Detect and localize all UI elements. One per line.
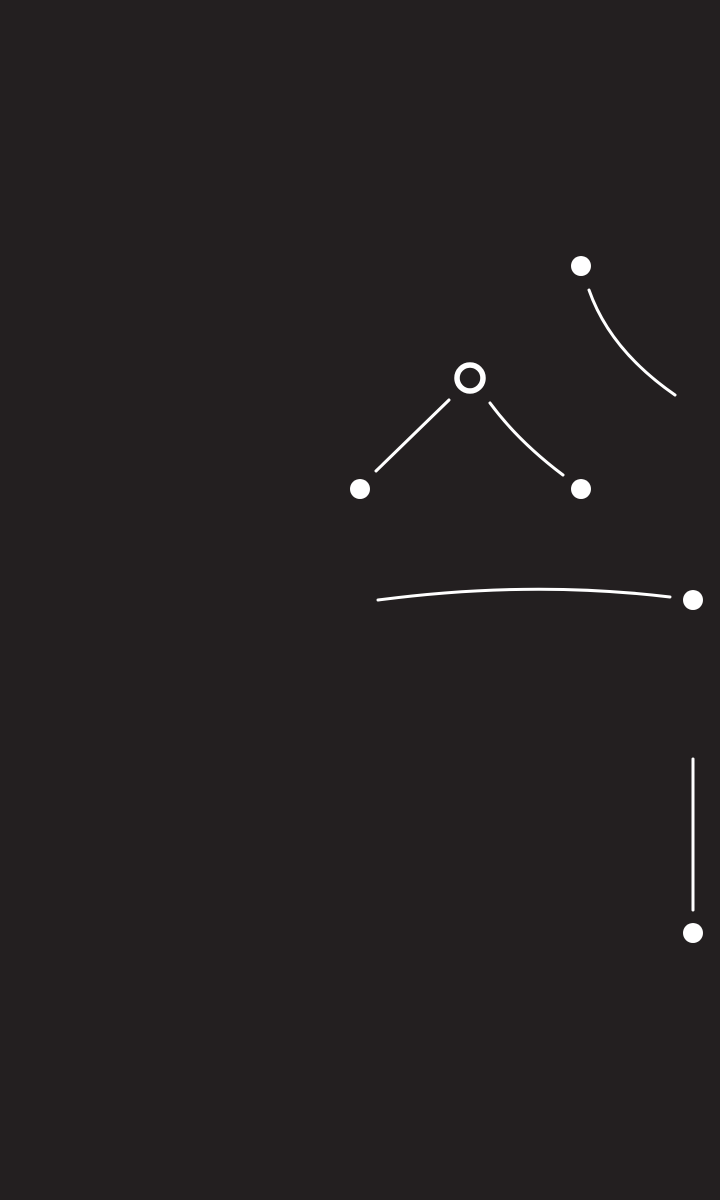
node-n2-selected[interactable] <box>454 362 486 394</box>
edge-e4 <box>376 587 672 602</box>
edge-e1 <box>587 288 677 397</box>
node-n3[interactable] <box>350 479 370 499</box>
node-n1[interactable] <box>571 256 591 276</box>
node-n6[interactable] <box>683 923 703 943</box>
edge-e2 <box>374 398 451 473</box>
node-n5[interactable] <box>683 590 703 610</box>
node-n4[interactable] <box>571 479 591 499</box>
edge-e3 <box>488 401 565 477</box>
